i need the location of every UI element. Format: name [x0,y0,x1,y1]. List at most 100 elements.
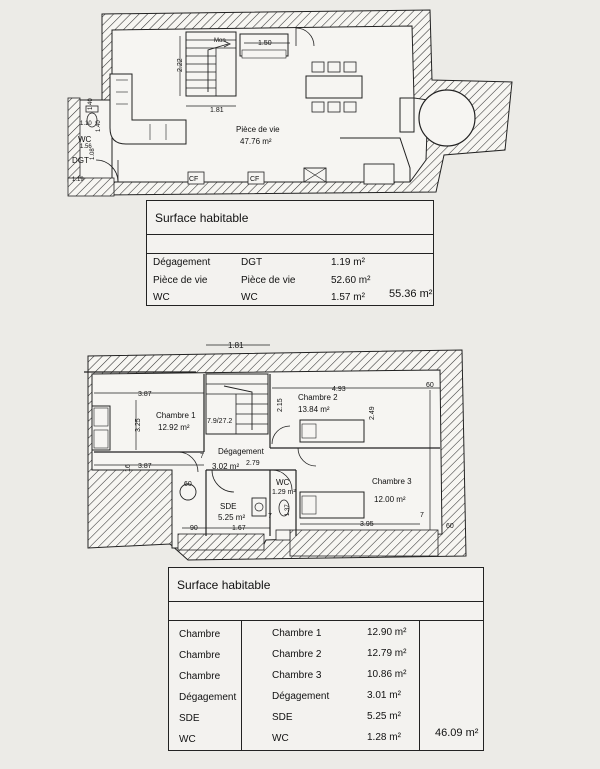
upper-stair-label: 7.9/27.2 [207,418,232,425]
dim-left-height: 3.25 [135,418,142,432]
ground-doors [95,27,315,183]
dim-wc-3: 1.08 [90,148,96,160]
t2-row3-area: 10.86 m² [367,669,407,680]
cf-label-1: CF [189,176,198,183]
ground-stair-label: Mon [214,38,226,44]
dim-deg-width: 2.79 [246,460,260,467]
t2-row2-type: Chambre [179,650,221,661]
ground-stairs: Mon [185,31,237,97]
dining-table [305,61,363,113]
t2-row5-area: 5.25 m² [367,711,401,722]
sde-fixtures [179,483,291,541]
table-upper-title: Surface habitable [169,568,483,602]
degagement-area: 3.02 m² [212,462,239,471]
wc-label: WC [78,135,92,144]
dim-sde-7: 7 [268,513,272,520]
chambre3-name: Chambre 3 [372,477,412,486]
t2-row1-room: Chambre 1 [272,628,322,639]
upper-labels: Chambre 1 12.92 m² Chambre 2 13.84 m² Ch… [125,341,454,532]
t2-row4-room: Dégagement [272,691,330,702]
table-upper-divider [169,620,483,621]
cf-boxes: CF CF [187,171,265,185]
dim-right-height: 2.49 [369,406,376,420]
dim-left-16: 16 [125,464,132,472]
dim-wc-width: 1.37 [285,504,291,516]
dim-sde-60: 60 [184,481,192,488]
t2-row2-area: 12.79 m² [367,648,407,659]
t1-row1-area: 1.19 m² [331,257,365,268]
t2-row1-area: 12.90 m² [367,627,407,638]
dim-right-60: 60 [426,382,434,389]
sde-area: 5.25 m² [218,513,245,522]
t2-row3-type: Chambre [179,671,221,682]
t2-row3-room: Chambre 3 [272,670,322,681]
upper-stairs: 7.9/27.2 [205,373,269,435]
sde-name: SDE [220,502,236,511]
table-upper-col2 [419,620,420,750]
chambre1-area: 12.92 m² [158,423,190,432]
t1-row3-room: WC [241,292,258,303]
table-ground-divider [147,253,433,254]
dim-top: 1.81 [228,341,244,350]
chambre2-area: 13.84 m² [298,405,330,414]
dim-wc-5: 1.40 [96,120,102,132]
t2-total: 46.09 m² [435,727,479,739]
dim-bench: 1.50 [258,40,272,47]
ground-dim-lines [179,36,290,107]
t2-row6-type: WC [179,734,196,745]
chambre3-area: 12.00 m² [374,495,406,504]
table-upper-col1 [241,620,242,750]
t1-row2-type: Pièce de vie [153,275,208,286]
dim-ch3-bottom: 3.95 [360,521,374,528]
ground-labels: Pièce de vie 47.76 m² WC DGT 2.22 1.81 1… [72,40,280,183]
t1-row2-room: Pièce de vie [241,275,296,286]
surface-table-upper: Surface habitable Chambre Chambre 1 12.9… [168,567,484,751]
wc-fixture [85,105,99,128]
t2-row5-room: SDE [272,712,293,723]
wc-upper-area: 1.29 m² [272,489,296,496]
t2-row4-type: Dégagement [179,692,237,703]
dim-wc-4: 1.40 [88,98,94,110]
dim-wc-2: 1.56 [80,144,92,150]
dim-stair-width: 1.81 [210,107,224,114]
chambre2-name: Chambre 2 [298,393,338,402]
dim-left-top: 3.87 [138,391,152,398]
t2-row6-room: WC [272,733,289,744]
upper-dim-lines [94,344,440,530]
t2-row4-area: 3.01 m² [367,690,401,701]
t2-row1-type: Chambre [179,629,221,640]
degagement-name: Dégagement [218,447,265,456]
t1-row1-room: DGT [241,257,263,268]
t2-row6-area: 1.28 m² [367,732,401,743]
sofa [109,73,187,145]
bench [239,33,289,59]
dgt-label: DGT [72,156,89,165]
living-room-area: 47.76 m² [240,137,272,146]
table-ground-title: Surface habitable [147,201,433,235]
dim-deg-7: 7 [200,453,204,460]
cf-label-2: CF [250,176,259,183]
beds [91,405,365,519]
surface-table-ground: Surface habitable Dégagement DGT 1.19 m²… [146,200,434,306]
t1-row1-type: Dégagement [153,257,211,268]
t1-row3-area: 1.57 m² [331,292,365,303]
t2-row5-type: SDE [179,713,200,724]
dim-right-top: 4.93 [332,386,346,393]
upper-walls [84,349,467,561]
t2-row2-room: Chambre 2 [272,649,322,660]
dim-stair-height: 2.22 [177,58,184,72]
dim-stair-215: 2.15 [277,398,284,412]
dim-ch3-7: 7 [420,512,424,519]
dim-sde-width: 1.67 [232,525,246,532]
dim-wc-1: 1.10 [80,121,92,127]
t1-row3-type: WC [153,292,170,303]
wc-upper-name: WC [276,478,290,487]
dim-ch3-60: 60 [446,523,454,530]
t1-row2-area: 52.60 m² [331,275,371,286]
kitchen-counter [303,137,411,185]
chambre1-name: Chambre 1 [156,411,196,420]
upper-doors [177,425,317,493]
dim-sde-90: 90 [190,525,198,532]
